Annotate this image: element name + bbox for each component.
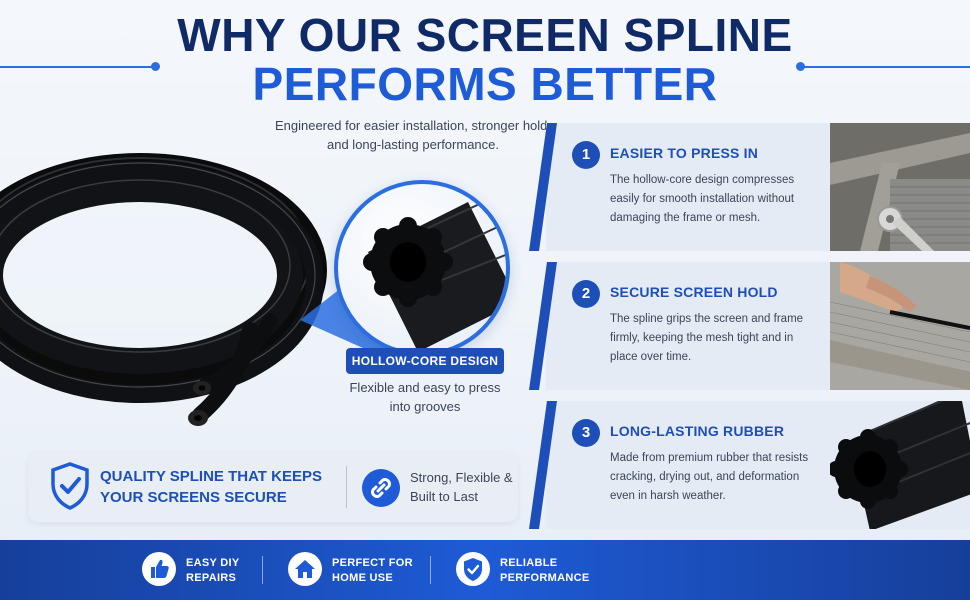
footer-diy-line1: EASY DIY — [186, 557, 240, 569]
hollow-core-cross-section-image — [363, 199, 506, 352]
page-subtitle: Engineered for easier installation, stro… — [274, 118, 552, 152]
footer-item-home: PERFECT FOR HOME USE — [288, 550, 448, 590]
feature-card-2: 2 SECURE SCREEN HOLD The spline grips th… — [546, 262, 970, 390]
feature-number-badge: 1 — [572, 141, 600, 169]
home-icon — [288, 552, 322, 586]
footer-item-performance: RELIABLE PERFORMANCE — [456, 550, 626, 590]
decorative-dot-left — [151, 62, 160, 71]
spline-roller-photo — [830, 123, 970, 251]
quality-headline: QUALITY SPLINE THAT KEEPS YOUR SCREENS S… — [100, 468, 322, 506]
footer-performance-line2: PERFORMANCE — [500, 572, 590, 584]
footer-home-line2: HOME USE — [332, 572, 394, 584]
hollow-core-description: Flexible and easy to press into grooves — [349, 380, 501, 414]
quality-divider — [346, 466, 347, 508]
page-title-line1: WHY OUR SCREEN SPLINE — [177, 9, 793, 61]
hand-installing-spline-photo — [830, 262, 970, 390]
feature-title: LONG-LASTING RUBBER — [610, 423, 785, 439]
footer-bar: EASY DIY REPAIRS PERFECT FOR HOME USE — [0, 540, 970, 600]
page-title-line2: PERFORMS BETTER — [252, 58, 718, 110]
chain-link-icon — [362, 469, 400, 507]
rubber-spline-closeup-image — [830, 401, 970, 529]
hollow-core-badge: HOLLOW-CORE DESIGN — [346, 348, 504, 374]
feature-description: Made from premium rubber that resists cr… — [610, 452, 809, 502]
feature-number-badge: 2 — [572, 280, 600, 308]
footer-divider — [430, 556, 431, 584]
feature-description: The spline grips the screen and frame fi… — [610, 313, 804, 363]
quality-panel: QUALITY SPLINE THAT KEEPS YOUR SCREENS S… — [28, 452, 518, 522]
thumbs-up-icon — [142, 552, 176, 586]
footer-performance-line1: RELIABLE — [500, 557, 558, 569]
decorative-line-right — [798, 66, 970, 68]
spline-coil-image — [0, 153, 327, 426]
shield-check-icon — [456, 552, 490, 586]
quality-secondary-text: Strong, Flexible & Built to Last — [410, 470, 513, 504]
hollow-core-zoom — [334, 180, 510, 356]
feature-title: EASIER TO PRESS IN — [610, 145, 759, 161]
decorative-dot-right — [796, 62, 805, 71]
footer-divider — [262, 556, 263, 584]
feature-title: SECURE SCREEN HOLD — [610, 284, 778, 300]
footer-diy-line2: REPAIRS — [186, 572, 237, 584]
feature-card-3: 3 LONG-LASTING RUBBER Made from premium … — [546, 401, 970, 529]
footer-home-line1: PERFECT FOR — [332, 557, 413, 569]
feature-number-badge: 3 — [572, 419, 600, 447]
decorative-line-left — [0, 66, 155, 68]
feature-description: The hollow-core design compresses easily… — [610, 174, 795, 224]
feature-card-1: 1 EASIER TO PRESS IN The hollow-core des… — [546, 123, 970, 251]
footer-item-diy: EASY DIY REPAIRS — [142, 550, 302, 590]
shield-check-icon — [51, 462, 89, 510]
